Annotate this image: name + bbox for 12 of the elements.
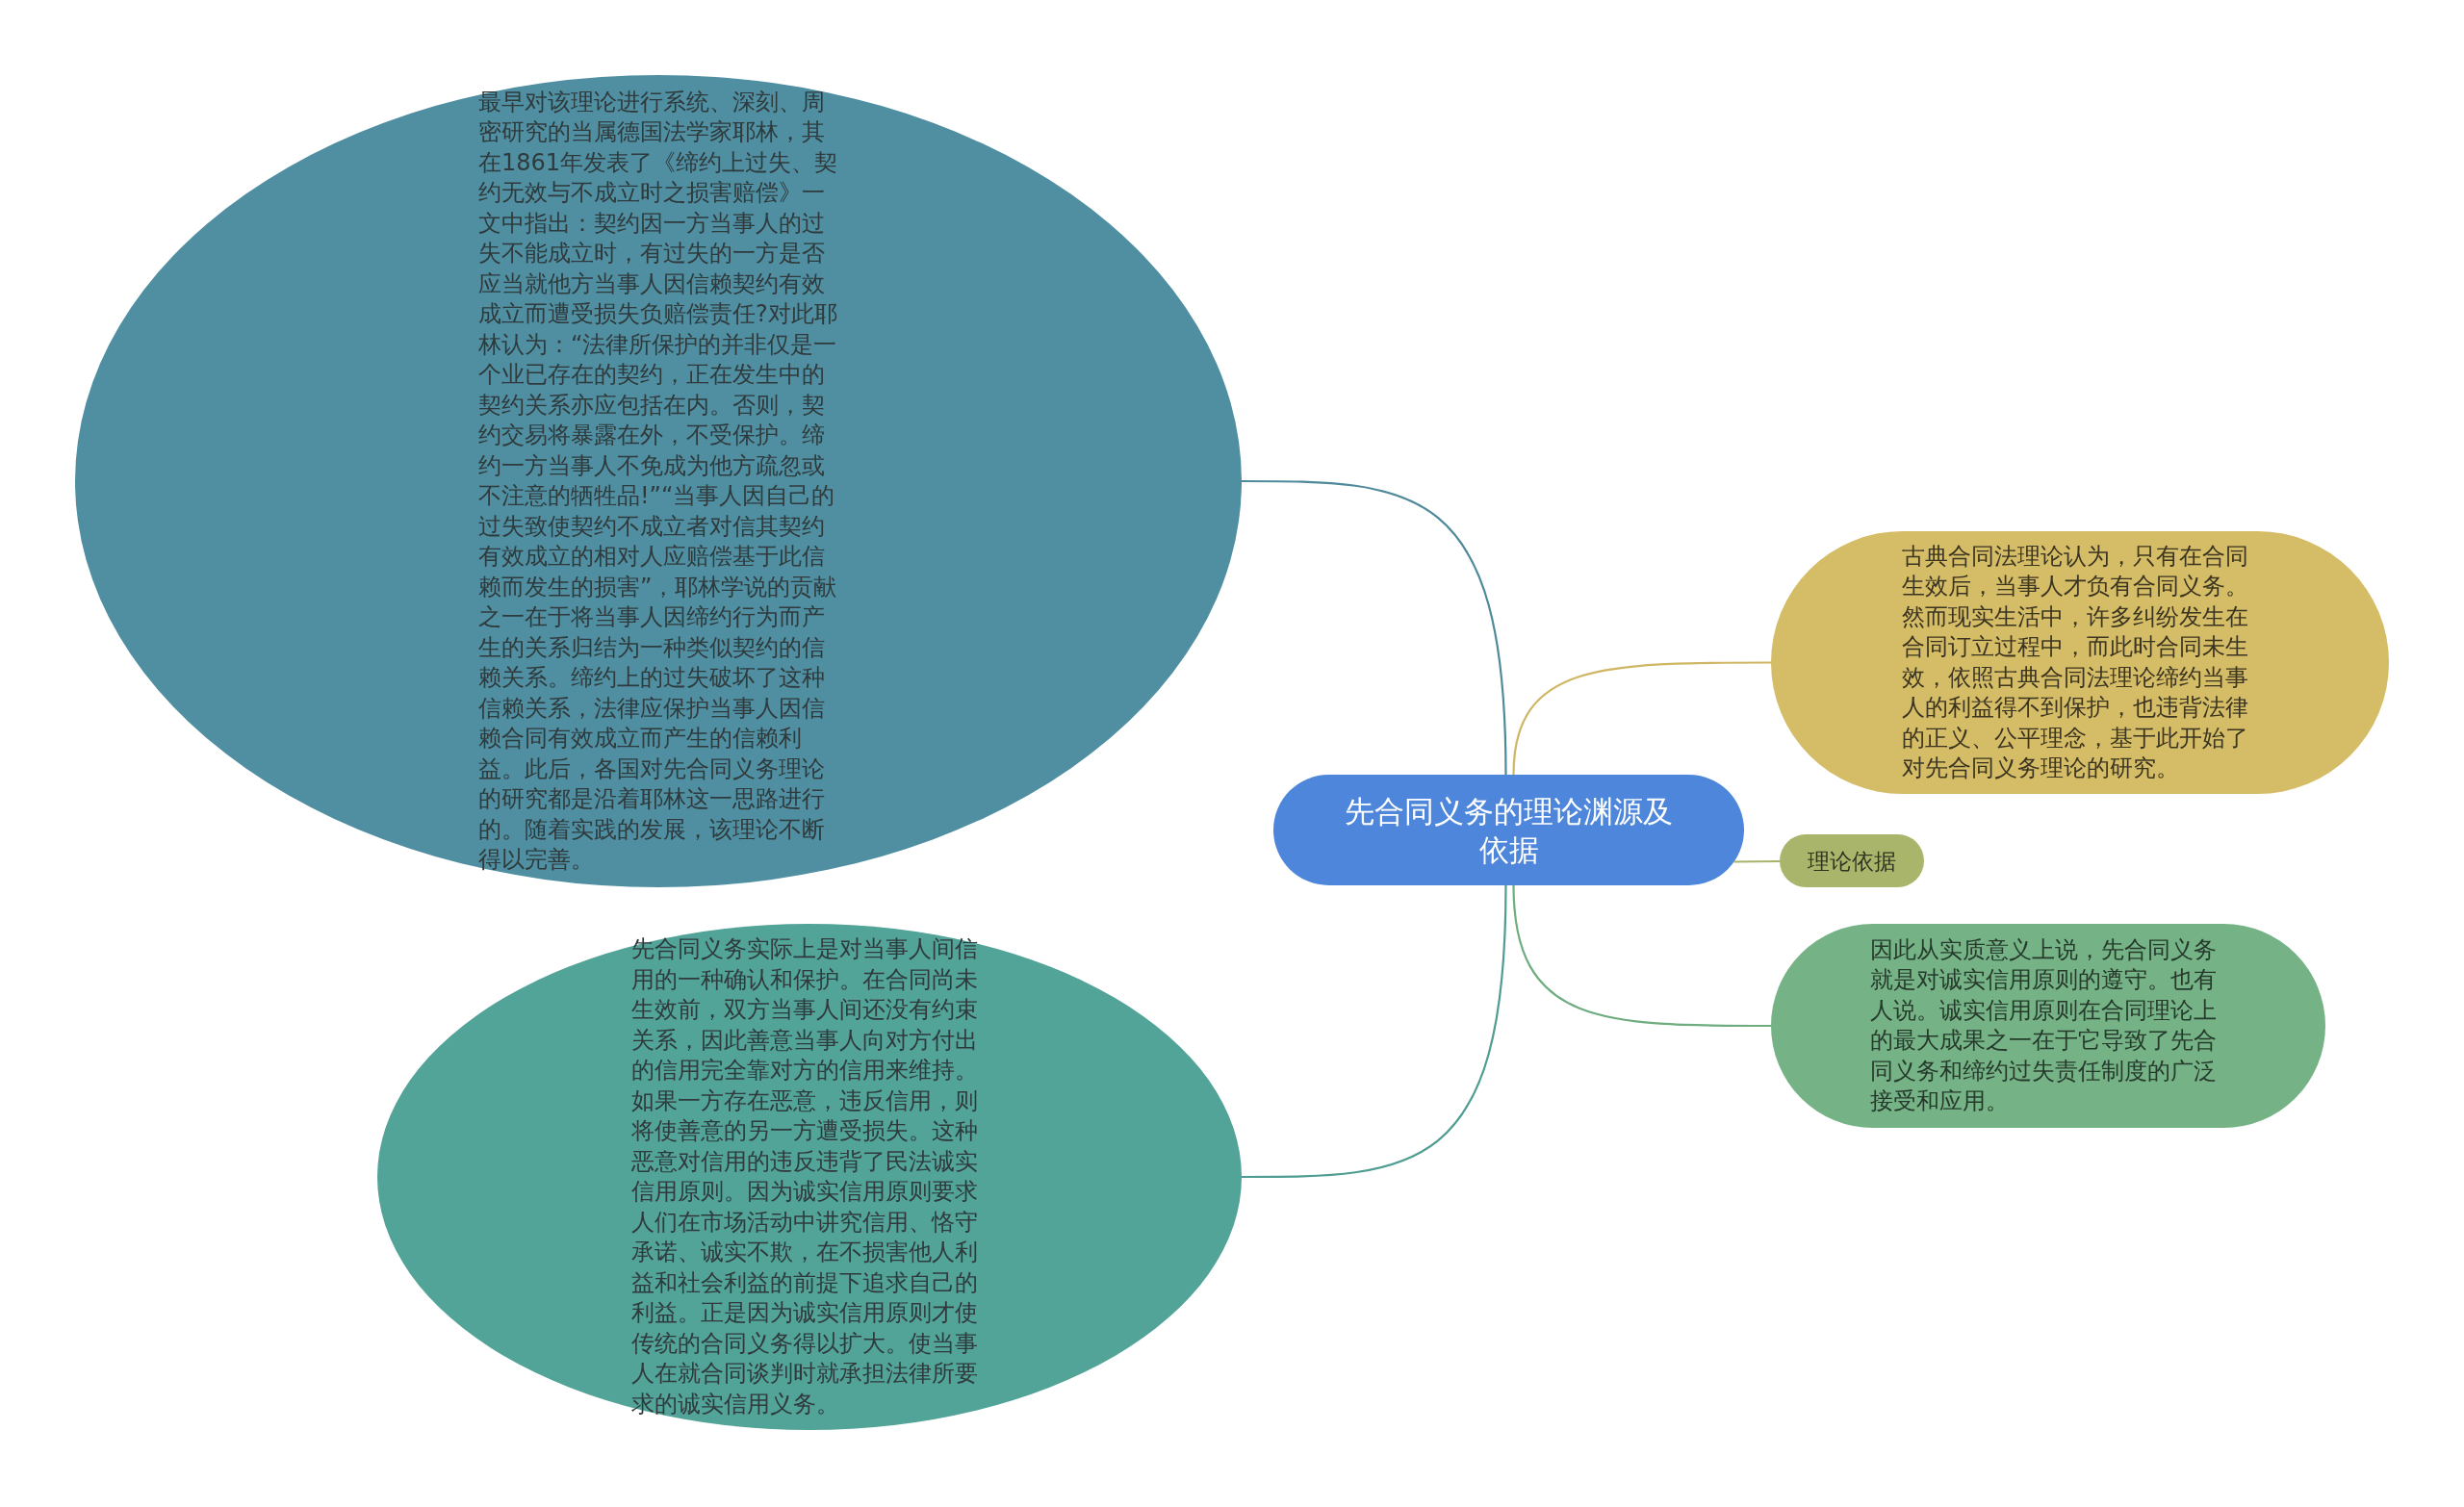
connector-line — [1242, 884, 1507, 1179]
topic-text: 因此从实质意义上说，先合同义务就是对诚实信用原则的遵守。也有人说。诚实信用原则在合同理论上的最大成果之一在于它导致了先合同义务和缔约过失责任制度的广泛接受和应用。 — [1870, 934, 2218, 1116]
topic-text: 理论依据 — [1808, 847, 1896, 876]
topic-text: 古典合同法理论认为，只有在合同生效后，当事人才负有合同义务。然而现实生活中，许多纠纷发生在合同订立过程中，而此时合同未生效，依照古典合同法理论缔约当事人的利益得不到保护，也违背法律的正义、公平理念，基于此开始了对先合同义务理论的研究。 — [1902, 541, 2249, 783]
connector-line — [1733, 859, 1780, 863]
topic-text: 最早对该理论进行系统、深刻、周密研究的当属德国法学家耶林，其在1861年发表了《缔约上过失、契约无效与不成立时之损害赔偿》一文中指出：契约因一方当事人的过失不能成立时，有过失的一方是否应当就他方当事人因信赖契约有效成立而遭受损失负赔偿责任?对此耶林认为：“法律所保护的并非仅是一个业已存在的契约，正在发生中的契约关系亦应包括在内。否则，契约交易将暴露在外，不受保护。缔约一方当事人不免成为他方疏忽或不注意的牺牲品!”“当事人因自己的过失致使契约不成立者对信其契约有效成立的相对人应赔偿基于此信赖而发生的损害”，耶林学说的贡献之一在于将当事人因缔约行为而产生的关系归结为一种类似契约的信赖关系。缔约上的过失破坏了这种信赖关系，法律应保护当事人因信赖合同有效成立而产生的信赖利益。此后，各国对先合同义务理论的研究都是沿着耶林这一思路进行的。随着实践的发展，该理论不断得以完善。 — [478, 87, 838, 875]
topic-pill — [1780, 834, 1924, 887]
topic-text: 先合同义务实际上是对当事人间信用的一种确认和保护。在合同尚未生效前，双方当事人间还没有约束关系，因此善意当事人向对方付出的信用完全靠对方的信用来维持。如果一方存在恶意，违反信用，则将使善意的另一方遭受损失。这种恶意对信用的违反违背了民法诚实信用原则。因为诚实信用原则要求人们在市场活动中讲究信用、恪守承诺、诚实不欺，在不损害他人利益和社会利益的前提下追求自己的利益。正是因为诚实信用原则才使传统的合同义务得以扩大。使当事人在就合同谈判时就承担法律所要求的诚实信用义务。 — [631, 934, 979, 1419]
connector-line — [1512, 661, 1771, 776]
topic-text: 先合同义务的理论渊源及依据 — [1344, 792, 1674, 869]
connector-line — [1242, 479, 1507, 776]
connector-line — [1512, 884, 1771, 1028]
